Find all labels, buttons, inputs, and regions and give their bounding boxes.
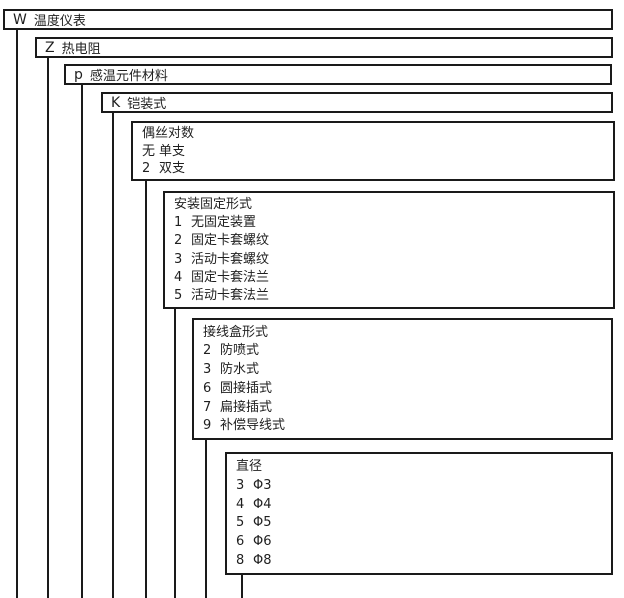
box-instrument-type: W 温度仪表 bbox=[3, 9, 613, 30]
option-code: 9 bbox=[203, 418, 212, 434]
option-row: 5 Φ5 bbox=[236, 516, 611, 529]
option-row: 6 圆接插式 bbox=[203, 382, 611, 395]
box-title-row: 接线盒形式 bbox=[203, 326, 611, 339]
code-letter: p bbox=[74, 66, 83, 83]
option-code: 5 bbox=[236, 515, 245, 531]
option-row: 3 活动卡套螺纹 bbox=[174, 253, 613, 266]
code-label: 铠装式 bbox=[127, 97, 167, 112]
option-code: 4 bbox=[236, 496, 245, 512]
option-label: Φ8 bbox=[253, 553, 272, 569]
connector-line-level-2 bbox=[47, 57, 49, 598]
option-label: 固定卡套法兰 bbox=[191, 269, 270, 285]
option-code: 8 bbox=[236, 553, 245, 569]
option-code: 6 bbox=[236, 534, 245, 550]
box-element-material: p 感温元件材料 bbox=[64, 64, 612, 85]
option-code: 4 bbox=[174, 269, 183, 285]
option-code: 2 bbox=[142, 160, 151, 176]
option-row: 4 固定卡套法兰 bbox=[174, 271, 613, 284]
option-row: 4 Φ4 bbox=[236, 498, 611, 511]
option-row: 2 双支 bbox=[142, 162, 613, 175]
option-row: 9 补偿导线式 bbox=[203, 419, 611, 432]
box-mounting-type: 安装固定形式 1 无固定装置 2 固定卡套螺纹 3 活动卡套螺纹 4 固定卡套法… bbox=[163, 191, 615, 309]
option-label: Φ4 bbox=[253, 496, 272, 512]
option-label: 固定卡套螺纹 bbox=[191, 233, 270, 249]
option-row: 1 无固定装置 bbox=[174, 216, 613, 229]
code-letter: Z bbox=[45, 39, 55, 56]
option-row: 5 活动卡套法兰 bbox=[174, 289, 613, 302]
option-label: 防水式 bbox=[220, 362, 260, 378]
option-code: 5 bbox=[174, 287, 183, 303]
code-letter: K bbox=[111, 94, 121, 111]
box-title-row: 安装固定形式 bbox=[174, 198, 613, 211]
option-code: 7 bbox=[203, 399, 212, 415]
box-title: 直径 bbox=[236, 458, 263, 474]
option-label: 无固定装置 bbox=[191, 215, 257, 231]
option-code: 3 bbox=[203, 362, 212, 378]
connector-line-level-3 bbox=[81, 84, 83, 598]
option-label: 圆接插式 bbox=[220, 380, 273, 396]
option-label: 防喷式 bbox=[220, 343, 260, 359]
option-row: 3 Φ3 bbox=[236, 479, 611, 492]
code-letter: W bbox=[13, 11, 27, 28]
connector-line-level-6 bbox=[174, 308, 176, 598]
box-junction-box-type: 接线盒形式 2 防喷式 3 防水式 6 圆接插式 7 扁接插式 9 补偿导线式 bbox=[192, 318, 613, 440]
option-label: 扁接插式 bbox=[220, 399, 273, 415]
connector-line-level-8 bbox=[241, 574, 243, 598]
box-title: 偶丝对数 bbox=[142, 126, 195, 142]
code-label: 热电阻 bbox=[61, 42, 101, 57]
connector-line-level-5 bbox=[145, 180, 147, 598]
box-title-row: 偶丝对数 bbox=[142, 127, 613, 140]
connector-line-level-1 bbox=[16, 29, 18, 598]
option-row: 无 单支 bbox=[142, 145, 613, 158]
box-sheath-type: K 铠装式 bbox=[101, 92, 613, 113]
box-wire-pair-count: 偶丝对数 无 单支 2 双支 bbox=[131, 121, 615, 181]
box-title-row: 直径 bbox=[236, 460, 611, 473]
connector-line-level-7 bbox=[205, 439, 207, 598]
option-label: 活动卡套螺纹 bbox=[191, 251, 270, 267]
box-diameter: 直径 3 Φ3 4 Φ4 5 Φ5 6 Φ6 8 Φ8 bbox=[225, 452, 613, 575]
code-label: 温度仪表 bbox=[33, 14, 86, 29]
connector-line-level-4 bbox=[112, 112, 114, 598]
option-row: 2 固定卡套螺纹 bbox=[174, 234, 613, 247]
option-label: 活动卡套法兰 bbox=[191, 287, 270, 303]
option-label: Φ6 bbox=[253, 534, 272, 550]
code-label: 感温元件材料 bbox=[89, 69, 168, 84]
option-row: 2 防喷式 bbox=[203, 344, 611, 357]
option-code: 无 bbox=[142, 143, 156, 159]
option-label: 补偿导线式 bbox=[220, 418, 286, 434]
box-sensor-type: Z 热电阻 bbox=[35, 37, 613, 58]
box-title: 安装固定形式 bbox=[174, 197, 253, 213]
option-row: 8 Φ8 bbox=[236, 554, 611, 567]
option-code: 1 bbox=[174, 215, 183, 231]
option-row: 7 扁接插式 bbox=[203, 401, 611, 414]
option-code: 2 bbox=[174, 233, 183, 249]
option-row: 3 防水式 bbox=[203, 363, 611, 376]
option-label: 单支 bbox=[159, 143, 186, 159]
option-label: 双支 bbox=[159, 160, 186, 176]
option-label: Φ5 bbox=[253, 515, 272, 531]
option-code: 3 bbox=[174, 251, 183, 267]
box-title: 接线盒形式 bbox=[203, 324, 269, 340]
option-code: 6 bbox=[203, 380, 212, 396]
option-label: Φ3 bbox=[253, 477, 272, 493]
option-row: 6 Φ6 bbox=[236, 535, 611, 548]
option-code: 2 bbox=[203, 343, 212, 359]
option-code: 3 bbox=[236, 477, 245, 493]
